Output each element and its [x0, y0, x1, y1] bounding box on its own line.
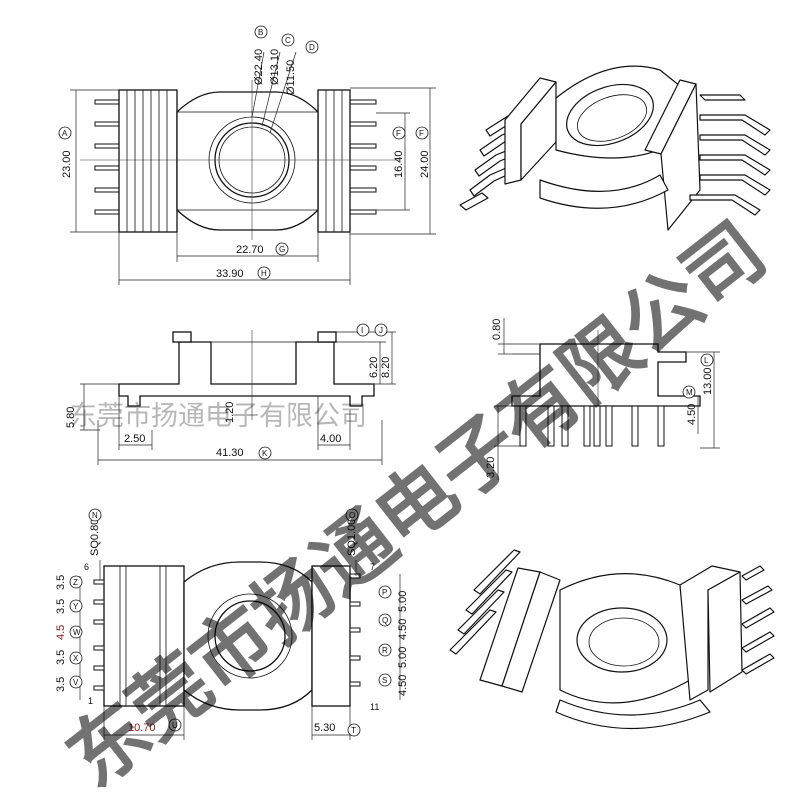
pin-7-number: 7 [370, 562, 375, 572]
pin-11-number: 11 [370, 702, 379, 712]
dim-t-text: 5.30 [314, 722, 335, 734]
label-c: C [285, 36, 291, 45]
left-pitch-2: 3.5 [55, 599, 67, 614]
dim-120-text: 1.20 [224, 402, 236, 423]
left-pitch-4: 3.5 [55, 650, 67, 665]
label-s: S [382, 676, 387, 685]
right-pitch-3: 5.00 [397, 647, 409, 668]
label-h: H [261, 269, 267, 278]
dim-250-text: 2.50 [124, 433, 145, 445]
dim-n-text: SQ0.80 [89, 519, 101, 556]
bottom-view: 6 7 1 11 SQ0.80 N SQ1.00 O 3.5 3.5 4.5 3… [55, 508, 409, 740]
label-m: M [686, 388, 693, 397]
dim-b-text: Ø22.40 [253, 49, 265, 85]
label-d: D [309, 43, 315, 52]
pin-1-number: 1 [88, 696, 93, 706]
label-r: R [382, 646, 388, 655]
left-pitch-3: 4.5 [55, 625, 67, 640]
label-t: T [351, 726, 356, 735]
label-a: A [62, 129, 68, 138]
left-pitch-1: 3.5 [55, 575, 67, 590]
label-i: I [361, 326, 363, 335]
watermark-line: 东莞市扬通电子有限公司 [70, 401, 367, 432]
label-x: X [73, 654, 79, 663]
dim-j-text: 6.20 [368, 357, 380, 378]
label-k: K [262, 449, 268, 458]
dim-f-text: 16.40 [393, 150, 405, 178]
right-pitch-4: 4.50 [397, 675, 409, 696]
dim-m-text: 4.50 [686, 404, 698, 425]
dim-400-text: 4.00 [320, 433, 341, 445]
right-pins-top [349, 99, 377, 215]
dim-d-text: Ø11.50 [285, 60, 297, 95]
dim-u-text: 10.70 [128, 722, 156, 734]
label-o: O [349, 511, 355, 520]
label-fp: F [419, 129, 424, 138]
label-u: U [172, 721, 178, 730]
dim-h-text: 33.90 [216, 268, 244, 280]
label-j: J [379, 326, 383, 335]
left-pitch-5: 3.5 [55, 677, 67, 692]
label-q: Q [382, 616, 388, 625]
dim-c-text: Ø13.10 [269, 49, 281, 85]
label-p: P [382, 588, 387, 597]
dim-a-text: 23.00 [61, 150, 73, 178]
dim-i-text: 8.20 [380, 357, 392, 378]
dim-k-text: 41.30 [216, 447, 244, 459]
side-view: 6.20 8.20 I J 5.80 1.20 2.50 4.00 41.30 … [65, 323, 396, 465]
label-v: V [73, 678, 79, 687]
dim-320-text: 3.20 [485, 457, 497, 478]
isometric-view-top [459, 65, 771, 231]
dim-o-text: SQ1.00 [346, 519, 358, 556]
top-view: Ø22.40 Ø13.10 Ø11.50 B C D 23.00 A 16.40… [58, 25, 436, 285]
label-b: B [258, 28, 263, 37]
label-l: L [704, 356, 709, 365]
label-f: F [396, 129, 401, 138]
dim-g-text: 22.70 [236, 244, 264, 256]
right-pitch-2: 4.50 [397, 619, 409, 640]
dim-fp-text: 24.00 [419, 150, 431, 178]
dim-l-text: 13.00 [702, 367, 714, 395]
isometric-view-bottom [449, 549, 775, 730]
front-view: 0.80 13.00 L 4.50 M 3.20 [485, 318, 720, 480]
label-y: Y [73, 602, 79, 611]
dim-580-text: 5.80 [65, 407, 77, 428]
label-w: W [73, 628, 81, 637]
dim-080-text: 0.80 [491, 319, 503, 340]
left-pins-top [94, 99, 120, 215]
label-n: N [92, 511, 98, 520]
right-pitch-1: 5.00 [397, 591, 409, 612]
pin-6-number: 6 [84, 562, 89, 572]
label-z: Z [73, 578, 78, 587]
label-g: G [279, 245, 285, 254]
